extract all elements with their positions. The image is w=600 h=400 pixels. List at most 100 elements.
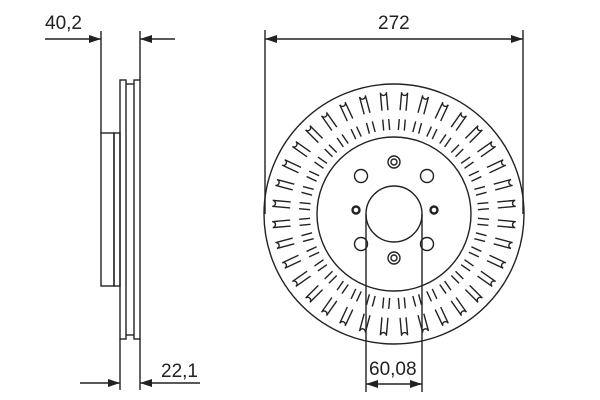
vane-dash bbox=[382, 297, 385, 309]
vane-dash bbox=[336, 137, 344, 148]
vane bbox=[477, 270, 497, 288]
vane-dash bbox=[350, 128, 357, 140]
vane-dash bbox=[474, 185, 486, 191]
vane bbox=[281, 159, 302, 174]
hub-circle bbox=[316, 136, 472, 292]
vane-dash bbox=[468, 251, 480, 258]
front-view bbox=[263, 30, 525, 392]
vane bbox=[305, 284, 324, 303]
vane bbox=[417, 95, 430, 115]
vane bbox=[358, 95, 371, 115]
vane-dash bbox=[355, 126, 362, 137]
vane-dash bbox=[477, 202, 489, 205]
vane-dash bbox=[412, 121, 417, 133]
vane bbox=[434, 101, 449, 122]
vane bbox=[358, 313, 371, 333]
vane-dash bbox=[444, 280, 452, 291]
vane-dash bbox=[464, 161, 474, 169]
vane-dash bbox=[477, 223, 489, 226]
vane-dash bbox=[439, 134, 447, 144]
vane-dash bbox=[371, 295, 376, 307]
vane bbox=[272, 219, 291, 229]
vane-dash bbox=[301, 191, 313, 196]
vane-dash bbox=[355, 291, 362, 302]
vane bbox=[379, 317, 389, 336]
label-disc-thickness: 22,1 bbox=[161, 361, 198, 382]
vane bbox=[450, 297, 468, 317]
cooling-vanes bbox=[272, 92, 516, 336]
vane bbox=[486, 159, 507, 174]
vane-dash bbox=[464, 259, 474, 267]
vane-dash bbox=[308, 170, 320, 177]
vane-dash bbox=[365, 294, 371, 306]
vane-dash bbox=[324, 148, 333, 158]
vane bbox=[464, 284, 483, 303]
vane-dash bbox=[341, 284, 349, 294]
vane-dash bbox=[328, 275, 338, 284]
vane bbox=[281, 254, 302, 269]
vane-dash bbox=[475, 191, 487, 196]
side-view bbox=[100, 31, 141, 390]
vane bbox=[291, 270, 311, 288]
vane bbox=[291, 140, 311, 158]
vane-dash bbox=[477, 208, 489, 211]
vane bbox=[493, 237, 513, 250]
vane-dash bbox=[439, 284, 447, 294]
vane-dash bbox=[426, 291, 433, 302]
vane-dash bbox=[426, 126, 433, 137]
vane bbox=[464, 125, 483, 144]
vane-dash bbox=[382, 119, 385, 131]
vane-dash bbox=[468, 170, 480, 177]
vane-dash bbox=[314, 161, 324, 169]
vane bbox=[434, 306, 449, 327]
vane-dash bbox=[317, 264, 328, 272]
outer-rim bbox=[263, 83, 525, 345]
vane bbox=[275, 237, 295, 250]
vane-dash bbox=[412, 295, 417, 307]
vane-dash bbox=[371, 121, 376, 133]
vane-dash bbox=[299, 208, 311, 211]
vane-dash bbox=[302, 185, 314, 191]
vane bbox=[320, 297, 338, 317]
vane bbox=[497, 199, 516, 209]
vane bbox=[477, 140, 497, 158]
vane bbox=[417, 313, 430, 333]
vane-dash bbox=[317, 156, 328, 164]
vane-dash bbox=[336, 280, 344, 291]
label-total-thickness: 40,2 bbox=[45, 13, 82, 34]
vane-dash bbox=[302, 237, 314, 243]
vane-dash bbox=[397, 297, 400, 309]
vane-dash bbox=[308, 251, 320, 258]
center-bore bbox=[365, 185, 423, 243]
vane bbox=[399, 317, 409, 336]
vane-dash bbox=[455, 270, 464, 280]
vane-dash bbox=[460, 264, 471, 272]
vane-dash bbox=[324, 270, 333, 280]
vane-dash bbox=[460, 156, 471, 164]
vane-dash bbox=[397, 119, 400, 131]
vane bbox=[399, 92, 409, 111]
vane-dash bbox=[365, 122, 371, 134]
vane bbox=[305, 125, 324, 144]
vane-dash bbox=[306, 175, 317, 182]
vane bbox=[275, 178, 295, 191]
vane bbox=[497, 219, 516, 229]
vane-dash bbox=[388, 297, 391, 309]
vane-dash bbox=[403, 297, 406, 309]
vane-dash bbox=[403, 119, 406, 131]
vane-dash bbox=[299, 217, 311, 220]
vane bbox=[339, 306, 354, 327]
label-center-bore: 60,08 bbox=[369, 359, 417, 380]
vane bbox=[339, 101, 354, 122]
vane-dash bbox=[431, 288, 438, 300]
vane-dash bbox=[299, 223, 311, 226]
vane-dash bbox=[301, 232, 313, 237]
vane-dash bbox=[417, 294, 423, 306]
vane bbox=[486, 254, 507, 269]
label-outer-diameter: 272 bbox=[378, 13, 410, 34]
vane-dash bbox=[417, 122, 423, 134]
vane-dash bbox=[328, 144, 338, 153]
vane bbox=[379, 92, 389, 111]
vane-dash bbox=[474, 237, 486, 243]
